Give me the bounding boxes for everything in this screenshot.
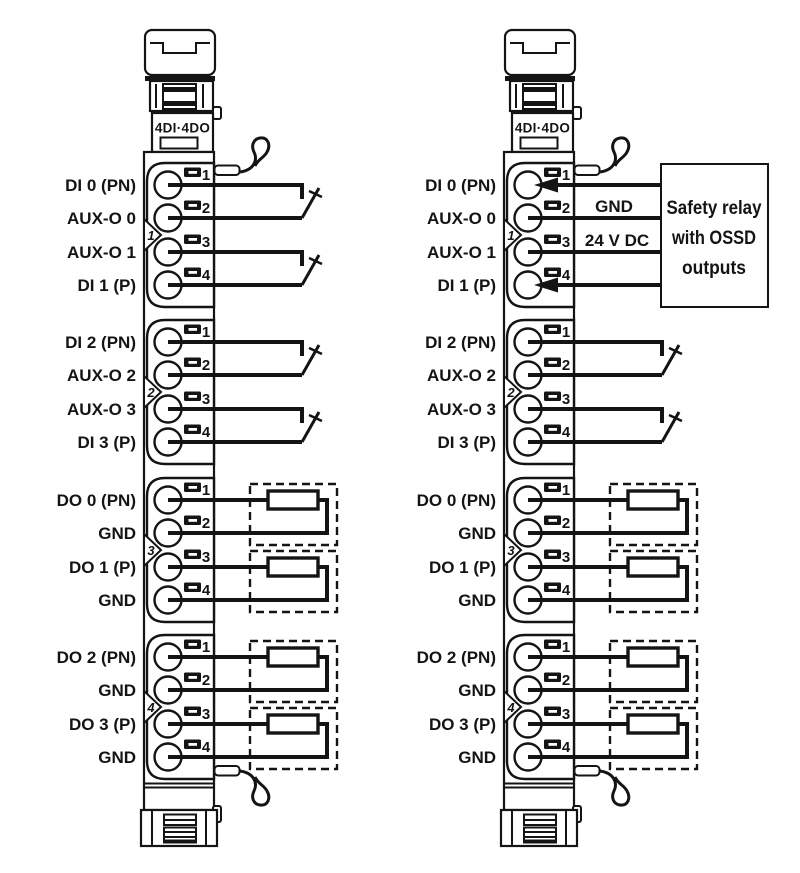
terminal-label: DI 3 (P) — [77, 433, 136, 452]
terminal-label: GND — [458, 748, 496, 767]
terminal-label: GND — [458, 524, 496, 543]
terminal-label: AUX-O 0 — [67, 209, 136, 228]
terminal-number: 2 — [202, 357, 210, 374]
terminal-label: DO 1 (P) — [429, 558, 496, 577]
terminal-label: DO 0 (PN) — [417, 491, 496, 510]
terminal-number: 3 — [562, 234, 570, 251]
terminal-label: GND — [98, 681, 136, 700]
terminal-label: DO 3 (P) — [429, 715, 496, 734]
terminal-number: 4 — [202, 582, 211, 599]
relay-text-line3: outputs — [682, 258, 746, 279]
terminal-number: 2 — [202, 200, 210, 217]
group-number: 3 — [507, 543, 515, 558]
relay-text-line2: with OSSD — [671, 228, 756, 249]
terminal-label: AUX-O 3 — [427, 400, 496, 419]
module-type-label: 4DI·4DO — [515, 121, 570, 136]
terminal-number: 1 — [562, 167, 570, 184]
terminal-label: GND — [458, 681, 496, 700]
terminal-label: DI 3 (P) — [437, 433, 496, 452]
terminal-number: 4 — [562, 267, 571, 284]
module-type-label: 4DI·4DO — [155, 121, 210, 136]
terminal-number: 1 — [202, 324, 210, 341]
terminal-number: 3 — [562, 391, 570, 408]
terminal-number: 2 — [202, 672, 210, 689]
terminal-number: 4 — [562, 424, 571, 441]
terminal-label: DI 2 (PN) — [65, 333, 136, 352]
terminal-number: 1 — [202, 167, 210, 184]
terminal-number: 2 — [562, 672, 570, 689]
terminal-number: 1 — [562, 639, 570, 656]
relay-text-line1: Safety relay — [667, 198, 762, 219]
terminal-number: 3 — [202, 234, 210, 251]
wire-label-gnd: GND — [595, 197, 633, 216]
terminal-label: DI 1 (P) — [77, 276, 136, 295]
terminal-label: GND — [98, 524, 136, 543]
terminal-label: AUX-O 2 — [67, 366, 136, 385]
terminal-label: DI 2 (PN) — [425, 333, 496, 352]
terminal-number: 3 — [202, 391, 210, 408]
terminal-label: GND — [98, 748, 136, 767]
terminal-number: 4 — [562, 582, 571, 599]
terminal-number: 3 — [202, 706, 210, 723]
group-number: 2 — [506, 385, 515, 400]
terminal-label: DI 1 (P) — [437, 276, 496, 295]
terminal-label: AUX-O 1 — [427, 243, 496, 262]
terminal-number: 4 — [562, 739, 571, 756]
group-number: 4 — [146, 700, 155, 715]
terminal-number: 4 — [202, 739, 211, 756]
terminal-label: AUX-O 1 — [67, 243, 136, 262]
terminal-label: GND — [458, 591, 496, 610]
terminal-number: 2 — [202, 515, 210, 532]
terminal-number: 2 — [562, 200, 570, 217]
terminal-number: 1 — [202, 482, 210, 499]
terminal-label: DI 0 (PN) — [425, 176, 496, 195]
terminal-label: AUX-O 3 — [67, 400, 136, 419]
signal-arrow — [534, 177, 558, 193]
group-number: 1 — [147, 228, 154, 243]
terminal-label: AUX-O 0 — [427, 209, 496, 228]
terminal-number: 2 — [562, 515, 570, 532]
terminal-number: 1 — [562, 482, 570, 499]
terminal-label: DI 0 (PN) — [65, 176, 136, 195]
terminal-number: 3 — [202, 549, 210, 566]
safety-relay-box — [660, 163, 769, 308]
terminal-number: 3 — [562, 549, 570, 566]
signal-arrow — [534, 277, 558, 293]
terminal-number: 3 — [562, 706, 570, 723]
terminal-label: AUX-O 2 — [427, 366, 496, 385]
terminal-label: DO 0 (PN) — [57, 491, 136, 510]
terminal-number: 4 — [202, 267, 211, 284]
group-number: 2 — [146, 385, 155, 400]
terminal-number: 4 — [202, 424, 211, 441]
wire-label-24vdc: 24 V DC — [585, 231, 649, 250]
terminal-number: 1 — [562, 324, 570, 341]
group-number: 1 — [507, 228, 514, 243]
terminal-label: DO 2 (PN) — [57, 648, 136, 667]
terminal-label: DO 1 (P) — [69, 558, 136, 577]
terminal-label: DO 2 (PN) — [417, 648, 496, 667]
group-number: 4 — [506, 700, 515, 715]
terminal-number: 2 — [562, 357, 570, 374]
terminal-number: 1 — [202, 639, 210, 656]
terminal-label: DO 3 (P) — [69, 715, 136, 734]
group-number: 3 — [147, 543, 155, 558]
terminal-label: GND — [98, 591, 136, 610]
